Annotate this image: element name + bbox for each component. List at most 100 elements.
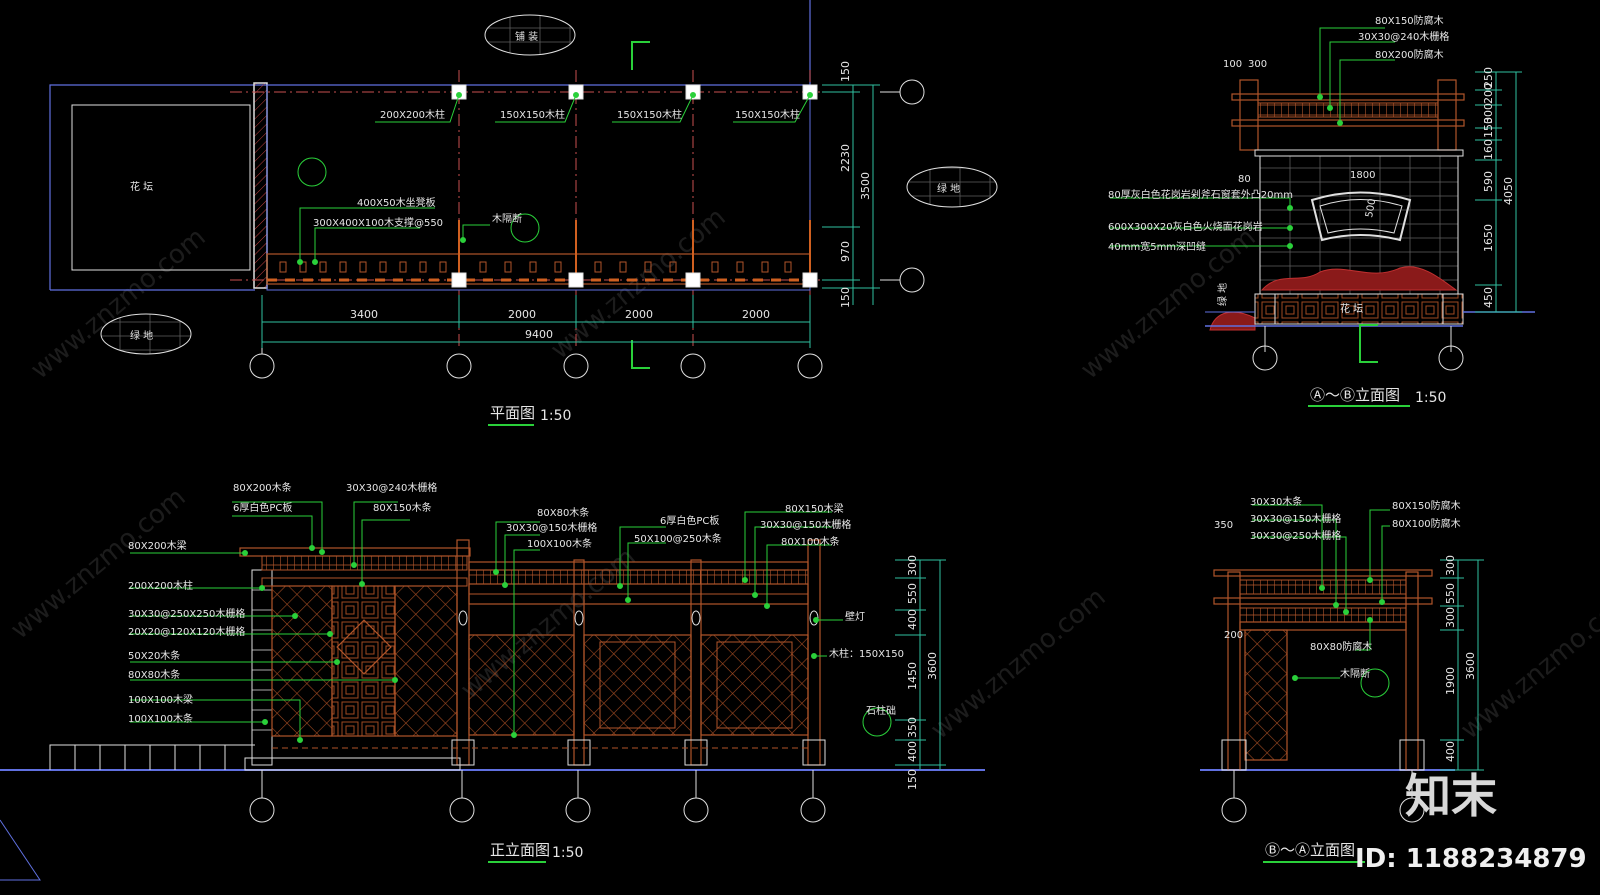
label-grid-120: 20X20@120X120木栅格	[128, 625, 245, 638]
dim-9400: 9400	[525, 328, 553, 341]
dim-v-970: 970	[839, 241, 852, 262]
col-150-label-c: 150X150木柱	[735, 108, 800, 121]
label-80x80: 80X80木条	[128, 668, 180, 681]
ab-scale: 1:50	[1415, 390, 1446, 406]
ab-v-300: 300	[1482, 103, 1495, 124]
ab-flower-label: 花 坛	[1340, 302, 1363, 315]
dim-1450: 1450	[906, 662, 919, 690]
ba-v-400: 400	[1444, 741, 1457, 762]
left-wall-pier	[251, 569, 273, 766]
ab-note-1: 80厚灰白色花岗岩剁斧石窗套外凸20mm	[1108, 188, 1293, 201]
ab-label-80x150: 80X150防腐木	[1375, 14, 1444, 27]
dim-300: 300	[906, 555, 919, 576]
col-150-label-b: 150X150木柱	[617, 108, 682, 121]
label-pc6: 6厚白色PC板	[233, 501, 292, 514]
ba-label-80x150: 80X150防腐木	[1392, 499, 1461, 512]
plan-scale: 1:50	[540, 408, 571, 424]
ba-v-300-a: 300	[1444, 555, 1457, 576]
label-grid-250: 30X30@250X250木栅格	[128, 607, 245, 620]
ab-v-4050: 4050	[1502, 177, 1515, 205]
ab-green-label: 绿 地	[1216, 283, 1229, 306]
ab-title: Ⓐ～Ⓑ立面图	[1310, 386, 1400, 404]
ab-note-3: 40mm宽5mm深凹缝	[1108, 240, 1206, 253]
image-id-label: ID: 1188234879	[1355, 844, 1587, 874]
side-lattice	[1244, 629, 1288, 761]
ab-v-590: 590	[1482, 171, 1495, 192]
ab-label-30x30-240: 30X30@240木栅格	[1358, 30, 1449, 43]
label-m-50x100: 50X100@250木条	[634, 532, 722, 545]
ab-v-250: 250	[1482, 67, 1495, 88]
paving-label: 铺 装	[515, 30, 538, 43]
dim-3600: 3600	[926, 652, 939, 680]
label-m-100x100: 100X100木条	[527, 537, 592, 550]
plan-wall	[253, 82, 268, 289]
plan-view: 花 坛	[49, 0, 998, 426]
dim-v-150-a: 150	[839, 61, 852, 82]
label-r-80x100: 80X100木条	[781, 535, 840, 548]
green-label-left: 绿 地	[130, 329, 153, 342]
dim-400-b: 400	[906, 741, 919, 762]
label-50x20: 50X20木条	[128, 649, 180, 662]
dim-v-2230: 2230	[839, 144, 852, 172]
ab-v-1650: 1650	[1482, 224, 1495, 252]
front-title: 正立面图	[490, 841, 550, 859]
ba-label-250: 30X30@250木栅格	[1250, 529, 1341, 542]
seat-support-label: 300X400X100木支撑@550	[313, 216, 443, 229]
watermark-site: www.znzmo.com	[5, 482, 191, 645]
label-col-200: 200X200木柱	[128, 579, 193, 592]
brand-logo: 知末	[1405, 769, 1497, 823]
ba-v-1900: 1900	[1444, 667, 1457, 695]
ab-dim-80: 80	[1238, 174, 1251, 185]
dim-2000-b: 2000	[625, 308, 653, 321]
label-80x200: 80X200木条	[233, 481, 292, 494]
label-stone-base: 石柱础	[866, 704, 896, 717]
col-150-label-a: 150X150木柱	[500, 108, 565, 121]
green-oval-right	[906, 166, 998, 208]
ab-v-150: 150	[1482, 117, 1495, 138]
col-200-label: 200X200木柱	[380, 108, 445, 121]
paving-oval	[484, 14, 576, 56]
watermark-site: www.znzmo.com	[925, 582, 1111, 745]
window-frame	[1310, 191, 1412, 242]
ab-v-450: 450	[1482, 287, 1495, 308]
green-label-right: 绿 地	[937, 182, 960, 195]
ba-label-30x30: 30X30木条	[1250, 495, 1302, 508]
ba-v-550: 550	[1444, 583, 1457, 604]
label-100-a: 100X100木梁	[128, 693, 193, 706]
label-post: 木柱：150X150	[829, 647, 904, 660]
elevation-b-a: 30X30木条 30X30@150木栅格 30X30@250木栅格 80X150…	[1200, 495, 1484, 863]
dim-350: 350	[906, 717, 919, 738]
front-scale: 1:50	[552, 845, 583, 861]
label-m-80x80: 80X80木条	[537, 506, 589, 519]
ba-v-300-b: 300	[1444, 607, 1457, 628]
label-beam-80x200: 80X200木梁	[128, 539, 187, 552]
label-wall-lamp: 壁灯	[845, 610, 865, 623]
watermark-site: www.znzmo.com	[25, 222, 211, 385]
ba-label-80x80: 80X80防腐木	[1310, 640, 1372, 653]
ba-label-80x100: 80X100防腐木	[1392, 517, 1461, 530]
ab-dim-1800: 1800	[1350, 170, 1375, 181]
label-r-80x150: 80X150木梁	[785, 502, 844, 515]
front-elevation: 80X200木条 30X30@240木栅格 6厚白色PC板 80X150木条 8…	[0, 481, 985, 863]
ba-dim-200: 200	[1224, 630, 1243, 641]
label-30x30-240: 30X30@240木栅格	[346, 481, 437, 494]
ba-label-partition: 木隔断	[1340, 667, 1370, 680]
dim-2000-a: 2000	[508, 308, 536, 321]
plan-title: 平面图	[490, 404, 535, 422]
ba-v-3600: 3600	[1464, 652, 1477, 680]
dim-150: 150	[906, 769, 919, 790]
flower-bed-plants	[1260, 266, 1458, 291]
ab-dim-100: 100	[1223, 59, 1242, 70]
label-80x150: 80X150木条	[373, 501, 432, 514]
elevation-a-b: 80X150防腐木 30X30@240木栅格 80X200防腐木 100 300…	[1108, 14, 1535, 407]
dim-v-3500: 3500	[859, 172, 872, 200]
label-r-30x30-150: 30X30@150木栅格	[760, 518, 851, 531]
dim-550: 550	[906, 583, 919, 604]
ba-label-150: 30X30@150木栅格	[1250, 512, 1341, 525]
dim-400-a: 400	[906, 609, 919, 630]
green-oval-left	[100, 313, 192, 355]
dim-2000-c: 2000	[742, 308, 770, 321]
dim-v-150-b: 150	[839, 287, 852, 308]
flowerbed-label: 花 坛	[130, 180, 153, 193]
